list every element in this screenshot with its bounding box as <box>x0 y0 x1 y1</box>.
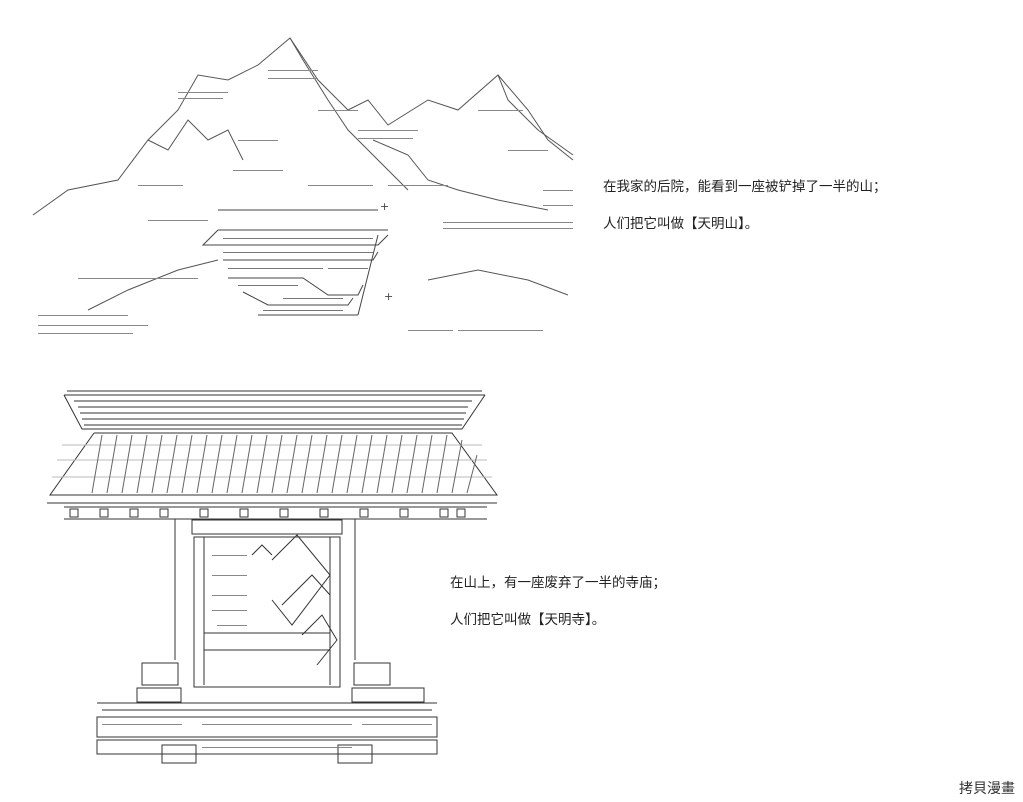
mountain-art-svg: + + <box>32 37 574 334</box>
mountain-caption-line1: 在我家的后院，能看到一座被铲掉了一半的山； <box>603 179 887 195</box>
watermark-text: 拷貝漫畫 <box>959 781 1015 797</box>
temple-art-svg <box>47 390 498 764</box>
svg-text:+: + <box>384 290 393 303</box>
temple-gate-illustration <box>42 385 502 770</box>
mountain-illustration: + + <box>28 30 578 350</box>
mountain-caption-line2: 人们把它叫做【天明山】。 <box>603 216 759 232</box>
temple-caption-line2: 人们把它叫做【天明寺】。 <box>450 612 606 628</box>
svg-text:+: + <box>380 200 389 213</box>
temple-caption-line1: 在山上，有一座废弃了一半的寺庙； <box>450 575 666 591</box>
